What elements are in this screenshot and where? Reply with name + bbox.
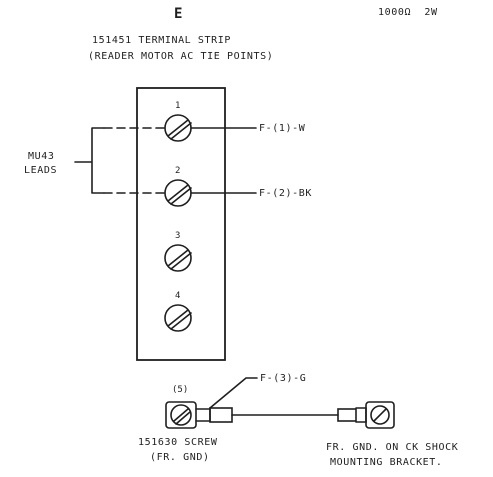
ground-wire-label: F-(3)-G xyxy=(260,373,307,384)
terminal-strip-subtitle: (READER MOTOR AC TIE POINTS) xyxy=(88,51,274,62)
terminal-number-3: 3 xyxy=(175,231,181,241)
resistor-rating: 1000Ω 2W xyxy=(378,7,438,18)
wire-label-2: F-(2)-BK xyxy=(259,188,312,199)
destination-label-line1: FR. GND. ON CK SHOCK xyxy=(326,442,459,453)
destination-label-line2: MOUNTING BRACKET. xyxy=(330,457,443,468)
terminal-number-2: 2 xyxy=(175,166,181,176)
diagram-letter: E xyxy=(174,6,183,22)
terminal-strip-title: 151451 TERMINAL STRIP xyxy=(92,35,232,46)
terminal-number-4: 4 xyxy=(175,291,181,301)
screw-label-line2: (FR. GND) xyxy=(150,452,210,463)
ground-destination-lug xyxy=(337,401,395,429)
terminal-screw-4 xyxy=(164,304,192,332)
leads-label-line2: LEADS xyxy=(24,165,58,176)
terminal-screw-2 xyxy=(164,179,192,207)
terminal-number-1: 1 xyxy=(175,101,181,111)
terminal-screw-1 xyxy=(164,114,192,142)
screw-label-line1: 151630 SCREW xyxy=(138,437,218,448)
ground-screw-lug xyxy=(165,401,233,429)
leads-label-line1: MU43 xyxy=(28,151,55,162)
leads-bracket xyxy=(74,127,105,194)
ground-wire-leader xyxy=(209,377,258,409)
terminal-strip-body xyxy=(136,87,226,361)
terminal-screw-3 xyxy=(164,244,192,272)
wire-label-1: F-(1)-W xyxy=(259,123,306,134)
ground-terminal-number: (5) xyxy=(172,385,189,395)
